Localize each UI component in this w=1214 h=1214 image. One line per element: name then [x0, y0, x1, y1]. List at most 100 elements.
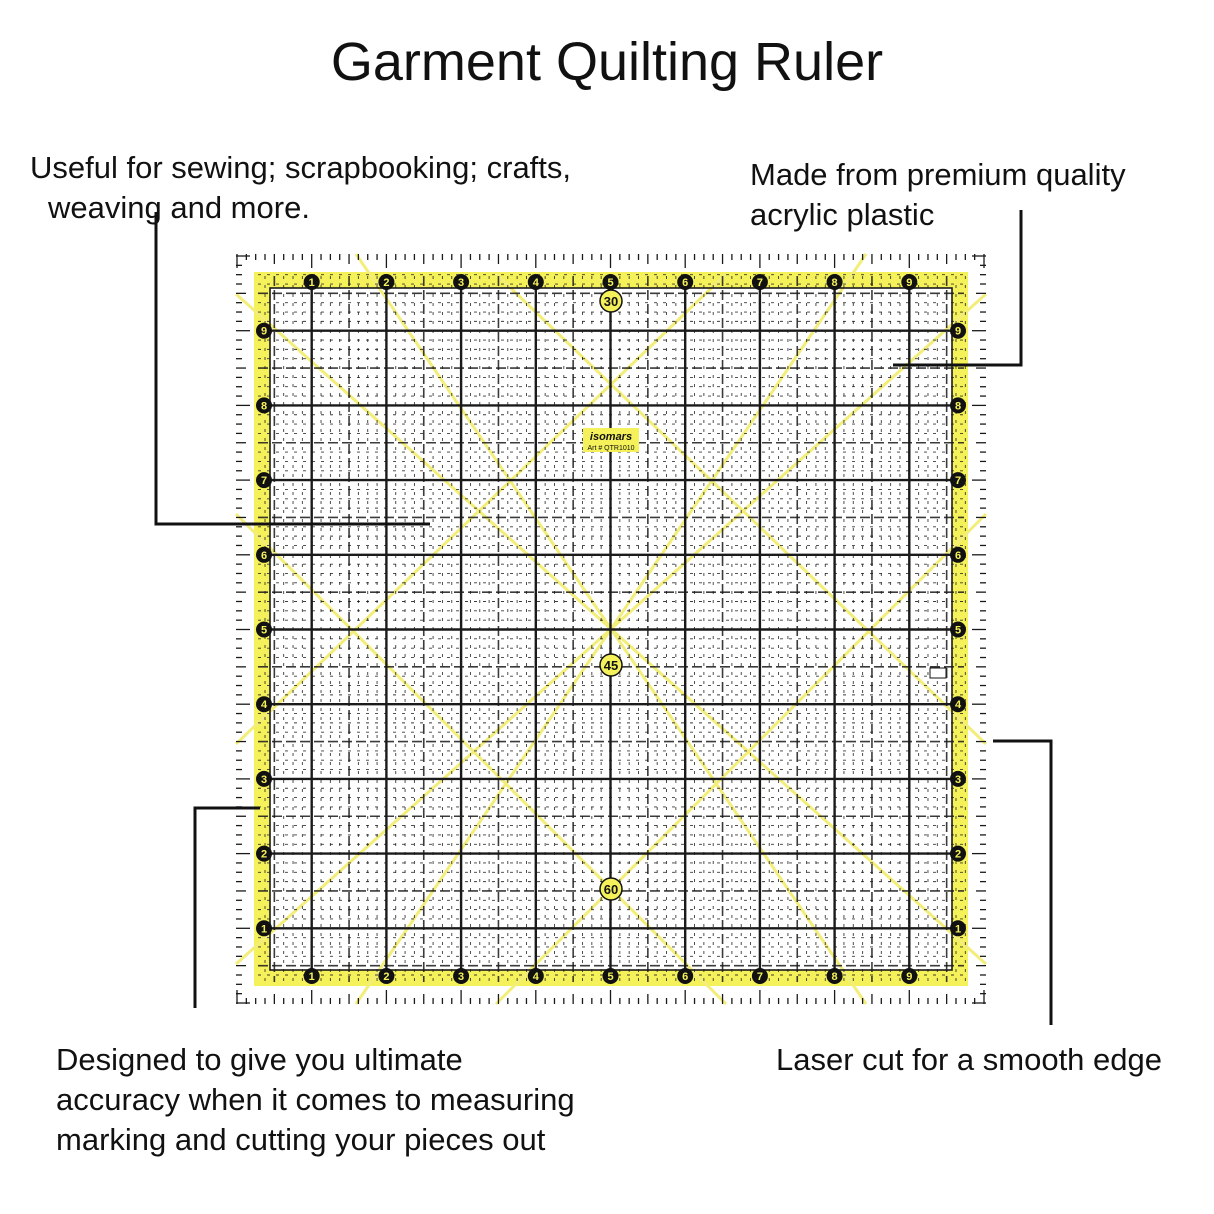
top-inch-number: 4	[533, 277, 540, 289]
angle-label-45: 45	[604, 658, 618, 673]
left-inch-badge	[256, 770, 272, 787]
callout-material-line-2: acrylic plastic	[750, 197, 935, 232]
right-inch-number: 4	[955, 699, 962, 711]
right-inch-badge	[950, 322, 966, 339]
right-inch-badge	[950, 397, 966, 414]
callout-laser-cut: Laser cut for a smooth edge	[776, 1040, 1162, 1080]
top-inch-number: 7	[757, 277, 763, 289]
bottom-inch-badge	[826, 968, 843, 984]
angle-marker-45	[599, 653, 623, 677]
callout-useful-for: Useful for sewing; scrapbooking; crafts,…	[30, 148, 571, 228]
top-inch-number: 3	[458, 277, 464, 289]
left-inch-badge	[256, 845, 272, 862]
top-inch-number: 8	[832, 277, 838, 289]
left-inch-badge	[256, 920, 272, 937]
angle-marker-60	[599, 877, 623, 901]
right-inch-badge	[950, 472, 966, 489]
right-inch-number: 6	[955, 550, 961, 562]
angle-marker-30	[599, 289, 623, 313]
callout-laser-line-1: Laser cut for a smooth edge	[776, 1042, 1163, 1077]
left-inch-number: 3	[261, 774, 267, 786]
bottom-inch-badge	[677, 968, 694, 984]
page-title: Garment Quilting Ruler	[330, 32, 884, 92]
top-inch-badge	[527, 274, 544, 290]
left-inch-badge	[256, 472, 272, 489]
callout-material-line-1: Made from premium quality	[750, 157, 1126, 192]
right-inch-number: 5	[955, 625, 961, 637]
callout-material: Made from premium quality acrylic plasti…	[750, 155, 1126, 235]
top-inch-number: 6	[682, 277, 688, 289]
left-inch-number: 1	[261, 923, 267, 935]
left-inch-number: 9	[261, 326, 267, 338]
callout-leader-lines	[154, 210, 1053, 1025]
bottom-inch-badge	[303, 968, 320, 984]
brand-label-background	[583, 428, 639, 452]
angle-label-60: 60	[604, 882, 618, 897]
bottom-inch-number: 1	[309, 971, 315, 983]
bottom-inch-number: 8	[832, 971, 838, 983]
brand-name: isomars	[590, 431, 632, 443]
top-inch-badge	[751, 274, 768, 290]
top-inch-number: 5	[607, 277, 613, 289]
top-inch-badge	[677, 274, 694, 290]
right-inch-badge	[950, 546, 966, 563]
bottom-inch-badge	[602, 968, 619, 984]
callout-accuracy: Designed to give you ultimate accuracy w…	[56, 1040, 575, 1160]
right-inch-badge	[950, 696, 966, 713]
right-inch-number: 2	[955, 849, 961, 861]
top-inch-badge	[378, 274, 395, 290]
bottom-inch-badge	[378, 968, 395, 984]
left-inch-badge	[256, 621, 272, 638]
left-inch-number: 8	[261, 400, 267, 412]
left-inch-number: 2	[261, 849, 267, 861]
right-inch-badge	[950, 845, 966, 862]
angle-label-30: 30	[604, 294, 618, 309]
bottom-inch-badge	[901, 968, 918, 984]
bottom-inch-number: 5	[607, 971, 613, 983]
right-inch-badge	[950, 770, 966, 787]
leader-line-material	[893, 210, 1023, 367]
top-inch-badge	[901, 274, 918, 290]
left-inch-number: 6	[261, 550, 267, 562]
left-inch-badge	[256, 322, 272, 339]
right-inch-number: 8	[955, 400, 961, 412]
left-inch-number: 7	[261, 475, 267, 487]
left-inch-badge	[256, 546, 272, 563]
right-inch-number: 7	[955, 475, 961, 487]
bottom-inch-badge	[453, 968, 470, 984]
callout-accuracy-line-3: marking and cutting your pieces out	[56, 1122, 546, 1157]
right-inch-badge	[950, 920, 966, 937]
top-inch-badge	[602, 274, 619, 290]
right-inch-number: 3	[955, 774, 961, 786]
angle-guide-line	[234, 512, 728, 1006]
left-inch-number: 4	[261, 699, 268, 711]
bottom-inch-number: 4	[533, 971, 540, 983]
hanging-hole	[929, 667, 947, 679]
right-inch-badge	[950, 621, 966, 638]
angle-guide-line	[234, 272, 728, 746]
bottom-inch-number: 2	[383, 971, 389, 983]
angle-guide-line	[494, 272, 988, 746]
leader-line-laser	[993, 739, 1053, 1025]
art-number: Art # QTR1010	[587, 445, 634, 452]
right-inch-number: 1	[955, 923, 961, 935]
top-inch-number: 1	[309, 277, 315, 289]
callout-accuracy-line-2: accuracy when it comes to measuring	[56, 1082, 575, 1117]
bottom-inch-number: 3	[458, 971, 464, 983]
top-inch-badge	[453, 274, 470, 290]
top-inch-badge	[826, 274, 843, 290]
angle-guide-line	[494, 512, 988, 1006]
bottom-inch-number: 9	[906, 971, 912, 983]
bottom-inch-badge	[527, 968, 544, 984]
left-inch-badge	[256, 397, 272, 414]
leader-line-useful	[154, 212, 430, 526]
bottom-inch-badge	[751, 968, 768, 984]
top-inch-number: 2	[383, 277, 389, 289]
right-inch-number: 9	[955, 326, 961, 338]
callout-accuracy-line-1: Designed to give you ultimate	[56, 1042, 463, 1077]
bottom-inch-number: 6	[682, 971, 688, 983]
bottom-inch-number: 7	[757, 971, 763, 983]
left-inch-number: 5	[261, 625, 267, 637]
